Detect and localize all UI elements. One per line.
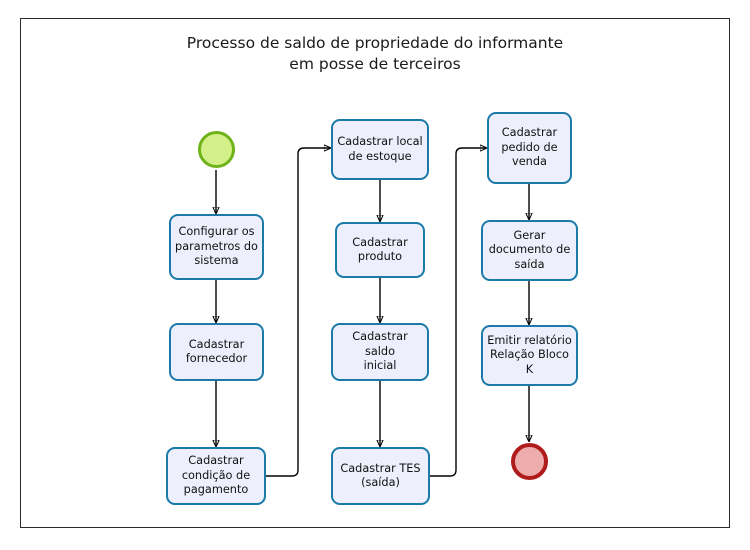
node-cadastrar-tes-saida[interactable]: Cadastrar TES (saída) — [331, 447, 430, 505]
node-cadastrar-fornecedor[interactable]: Cadastrar fornecedor — [169, 323, 264, 381]
node-emitir-relatorio-bloco-k[interactable]: Emitir relatório Relação Bloco K — [481, 325, 578, 386]
node-cadastrar-saldo-inicial[interactable]: Cadastrar saldo inicial — [331, 323, 429, 381]
start-node — [198, 131, 235, 168]
node-gerar-documento-saida[interactable]: Gerar documento de saída — [481, 220, 578, 281]
page-title: Processo de saldo de propriedade do info… — [186, 34, 564, 73]
node-cadastrar-produto[interactable]: Cadastrar produto — [335, 222, 425, 278]
node-cadastrar-local-estoque[interactable]: Cadastrar local de estoque — [331, 119, 429, 180]
end-node — [511, 443, 548, 480]
node-configurar-parametros[interactable]: Configurar os parametros do sistema — [169, 214, 264, 280]
node-cadastrar-condicao-pagamento[interactable]: Cadastrar condição de pagamento — [166, 447, 266, 505]
node-cadastrar-pedido-venda[interactable]: Cadastrar pedido de venda — [487, 112, 572, 184]
